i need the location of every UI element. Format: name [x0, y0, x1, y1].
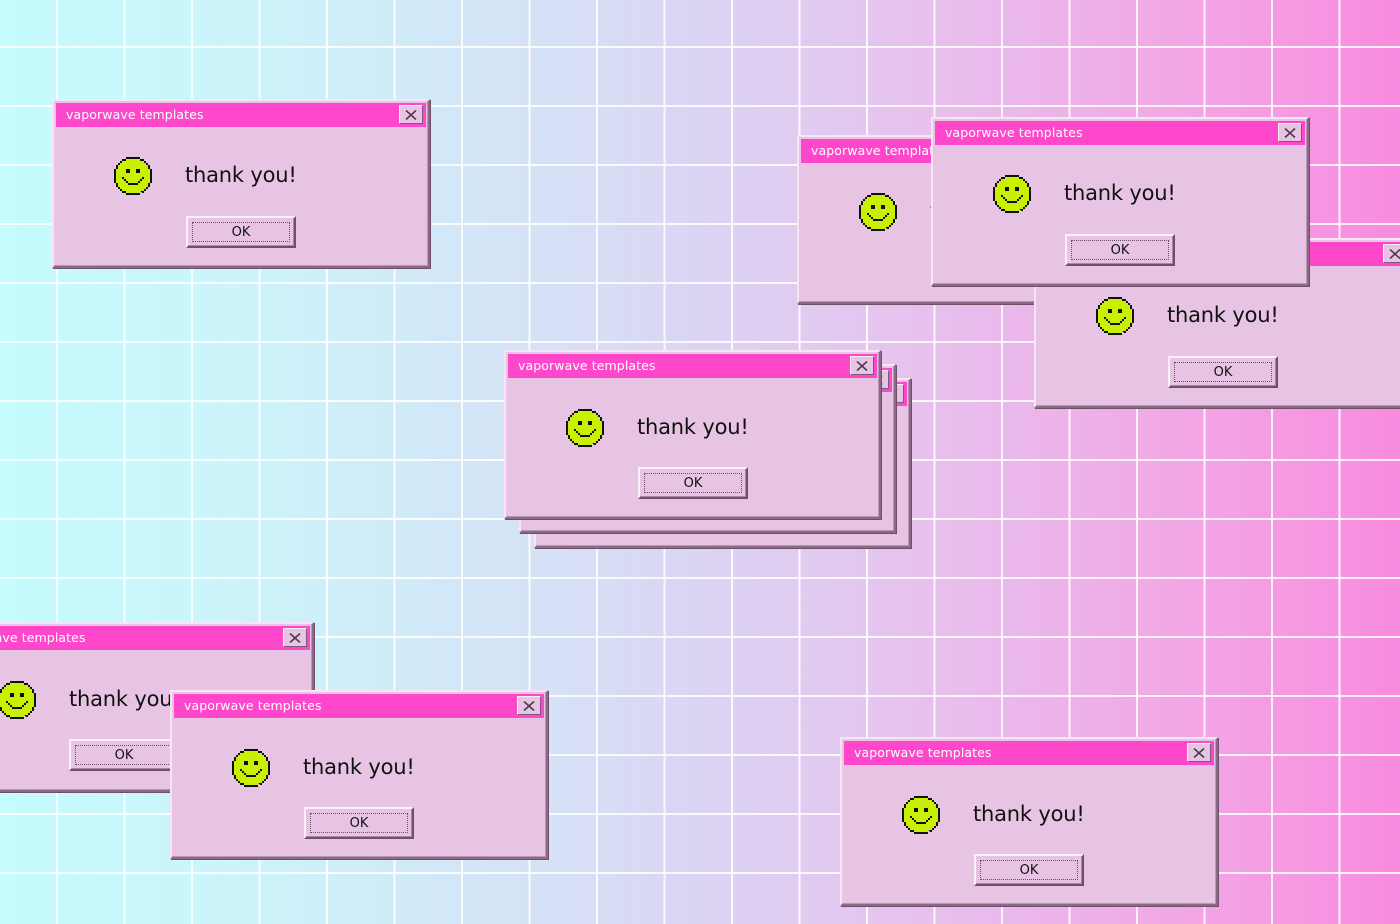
- message-text: thank you!: [1064, 181, 1176, 205]
- message-text: thank you!: [973, 802, 1085, 826]
- title-bar[interactable]: vaporwave templates: [508, 354, 877, 378]
- window-title: vaporwave templates: [0, 630, 86, 645]
- smiley-face-icon: [114, 157, 152, 195]
- message-text: thank you!: [69, 687, 181, 711]
- dialog-window-top-left: vaporwave templates thank you! OK: [52, 99, 430, 268]
- window-title: vaporwave templates: [811, 143, 949, 158]
- close-button[interactable]: [1278, 123, 1302, 142]
- ok-button-label: OK: [1174, 362, 1272, 382]
- smiley-face-icon: [232, 749, 270, 787]
- close-x-icon: [523, 701, 535, 711]
- dialog-window-center-stack-1: vaporwave templates thank you! OK: [504, 350, 881, 519]
- close-x-icon: [856, 361, 868, 371]
- ok-button[interactable]: OK: [974, 854, 1084, 886]
- ok-button-label: OK: [192, 222, 290, 242]
- title-bar[interactable]: vaporwave templates: [935, 121, 1305, 145]
- message-text: thank you!: [185, 163, 297, 187]
- smiley-face-icon: [993, 175, 1031, 213]
- title-bar[interactable]: vaporwave templates: [0, 626, 310, 650]
- ok-button[interactable]: OK: [1168, 356, 1278, 388]
- close-x-icon: [1389, 249, 1400, 259]
- dialog-window-top-right-front: vaporwave templates thank you! OK: [931, 117, 1309, 286]
- close-x-icon: [405, 110, 417, 120]
- dialog-window-bottom-right: vaporwave templates thank you! OK: [840, 737, 1218, 906]
- ok-button-label: OK: [1071, 240, 1169, 260]
- close-button[interactable]: [517, 696, 541, 715]
- title-bar[interactable]: vaporwave templates: [56, 103, 426, 127]
- close-button[interactable]: [850, 356, 874, 375]
- message-text: thank you!: [1167, 303, 1279, 327]
- window-title: vaporwave templates: [184, 698, 322, 713]
- message-text: thank you!: [637, 415, 749, 439]
- ok-button-label: OK: [980, 860, 1078, 880]
- ok-button[interactable]: OK: [304, 807, 414, 839]
- close-x-icon: [1193, 748, 1205, 758]
- close-x-icon: [1284, 128, 1296, 138]
- ok-button[interactable]: OK: [186, 216, 296, 248]
- close-button[interactable]: [283, 628, 307, 647]
- close-button[interactable]: [1383, 244, 1400, 263]
- window-title: vaporwave templates: [854, 745, 992, 760]
- window-title: vaporwave templates: [945, 125, 1083, 140]
- dialog-window-right-middle: vaporwave templates thank you! OK: [1034, 238, 1400, 408]
- dialog-window-bottom-left-front: vaporwave templates thank you! OK: [170, 690, 548, 859]
- ok-button[interactable]: OK: [638, 467, 748, 499]
- ok-button[interactable]: OK: [1065, 234, 1175, 266]
- smiley-face-icon: [902, 796, 940, 834]
- close-button[interactable]: [1187, 743, 1211, 762]
- smiley-face-icon: [1096, 297, 1134, 335]
- ok-button[interactable]: OK: [69, 739, 179, 771]
- dialog-window-bottom-left-back: vaporwave templates thank you! OK: [0, 622, 314, 792]
- smiley-face-icon: [0, 681, 36, 719]
- title-bar[interactable]: vaporwave templates: [174, 694, 544, 718]
- title-bar[interactable]: vaporwave templates: [844, 741, 1214, 765]
- message-text: thank you!: [303, 755, 415, 779]
- window-title: vaporwave templates: [518, 358, 656, 373]
- window-title: vaporwave templates: [66, 107, 204, 122]
- close-button[interactable]: [399, 105, 423, 124]
- ok-button-label: OK: [644, 473, 742, 493]
- close-x-icon: [289, 633, 301, 643]
- smiley-face-icon: [859, 193, 897, 231]
- ok-button-label: OK: [75, 745, 173, 765]
- ok-button-label: OK: [310, 813, 408, 833]
- smiley-face-icon: [566, 409, 604, 447]
